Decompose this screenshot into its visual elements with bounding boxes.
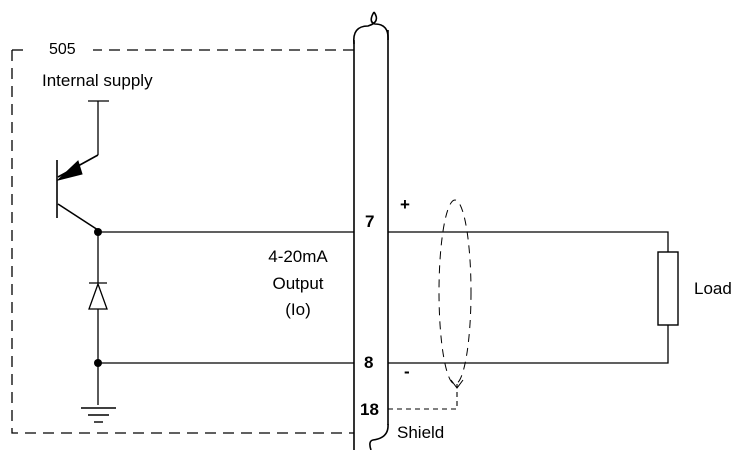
terminal-7-label: 7 bbox=[365, 212, 375, 231]
output-label-line-3: (Io) bbox=[285, 300, 311, 319]
enclosure-label: 505 bbox=[49, 41, 76, 58]
enclosure-border bbox=[11, 49, 354, 434]
load-resistor bbox=[657, 251, 679, 326]
shield-drain-fork bbox=[450, 379, 464, 389]
diode-symbol bbox=[88, 282, 108, 310]
shield-label: Shield bbox=[397, 423, 445, 442]
terminal-strip bbox=[352, 11, 389, 450]
shield-drain bbox=[388, 384, 458, 410]
transistor-symbol bbox=[56, 154, 99, 231]
terminal-strip-top-break bbox=[352, 11, 378, 45]
plus-polarity-label: + bbox=[400, 195, 410, 214]
supply-wiring bbox=[88, 100, 109, 155]
output-label-line-2: Output bbox=[272, 274, 324, 293]
terminal-18-label: 18 bbox=[360, 400, 379, 419]
terminal-8-label: 8 bbox=[364, 353, 374, 372]
internal-supply-label: Internal supply bbox=[42, 71, 153, 90]
terminal-strip-top-break-2 bbox=[370, 11, 389, 41]
cable-shield-ellipse bbox=[438, 199, 472, 385]
load-label: Load bbox=[694, 279, 732, 298]
output-wiring bbox=[98, 231, 669, 364]
ground-symbol bbox=[81, 407, 116, 423]
terminal-strip-bottom-break bbox=[369, 423, 389, 450]
transistor-emitter-arrow bbox=[56, 160, 83, 181]
minus-polarity-label: - bbox=[404, 362, 410, 381]
output-label-line-1: 4-20mA bbox=[268, 247, 328, 266]
